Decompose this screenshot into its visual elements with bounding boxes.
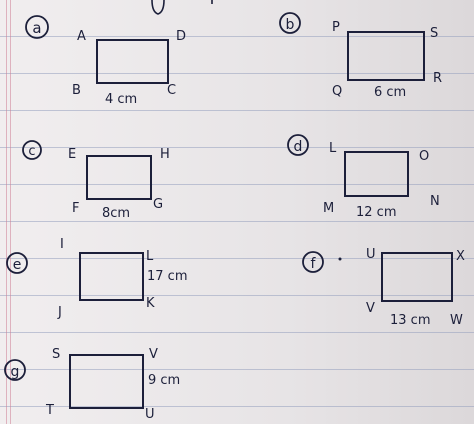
vertex-label: N bbox=[430, 194, 440, 209]
vertex-label: S bbox=[52, 347, 60, 362]
figure-a: a A D B C 4 cm bbox=[25, 15, 186, 107]
question-label: c bbox=[28, 144, 35, 159]
vertex-label: B bbox=[72, 83, 81, 98]
vertex-label: S bbox=[430, 26, 438, 41]
question-circle bbox=[4, 359, 26, 381]
vertex-label: I bbox=[60, 237, 64, 252]
question-circle bbox=[287, 134, 309, 156]
question-circle bbox=[279, 12, 301, 34]
question-label: b bbox=[286, 17, 295, 33]
margin-line bbox=[10, 0, 11, 424]
question-label: a bbox=[32, 19, 41, 37]
question-circle bbox=[302, 251, 324, 273]
figure-d: d L O M N 12 cm bbox=[287, 134, 440, 220]
rectangle bbox=[96, 39, 169, 84]
side-measurement: 9 cm bbox=[148, 373, 180, 388]
side-measurement: 8cm bbox=[102, 206, 130, 221]
vertex-label: A bbox=[77, 29, 86, 44]
vertex-label: G bbox=[153, 197, 163, 212]
question-label: e bbox=[13, 257, 22, 273]
rectangle bbox=[69, 354, 144, 409]
vertex-label: P bbox=[332, 20, 340, 35]
vertex-label: C bbox=[167, 83, 176, 98]
question-circle bbox=[25, 15, 49, 39]
side-measurement: 12 cm bbox=[356, 205, 397, 220]
question-circle bbox=[6, 252, 28, 274]
vertex-label: X bbox=[456, 249, 465, 264]
margin-line bbox=[6, 0, 7, 424]
ink-mark bbox=[151, 0, 165, 15]
vertex-label: J bbox=[57, 305, 62, 320]
figure-b: b P S Q R 6 cm bbox=[279, 12, 442, 100]
vertex-label: K bbox=[146, 296, 155, 311]
side-measurement: 17 cm bbox=[147, 269, 188, 284]
rectangle bbox=[347, 31, 425, 81]
figure-f: f U X V 13 cm W bbox=[302, 247, 465, 328]
ink-mark bbox=[338, 257, 342, 261]
question-label: f bbox=[311, 256, 317, 272]
question-label: d bbox=[294, 139, 303, 155]
figure-g: g S V T U 9 cm bbox=[4, 347, 180, 422]
vertex-label: U bbox=[366, 247, 376, 262]
question-label: g bbox=[11, 364, 20, 380]
rectangle bbox=[344, 151, 409, 197]
side-measurement: 13 cm bbox=[390, 313, 431, 328]
vertex-label: O bbox=[419, 149, 429, 164]
figure-c: c E H F G 8cm bbox=[22, 140, 170, 221]
rectangle bbox=[86, 155, 152, 200]
rectangle bbox=[381, 252, 453, 302]
vertex-label: Q bbox=[332, 84, 342, 99]
vertex-label: D bbox=[176, 29, 186, 44]
vertex-label: E bbox=[68, 147, 76, 162]
vertex-label: W bbox=[450, 313, 463, 328]
vertex-label: R bbox=[433, 71, 442, 86]
vertex-label: L bbox=[146, 249, 154, 264]
vertex-label: M bbox=[323, 201, 334, 216]
vertex-label: H bbox=[160, 147, 170, 162]
side-measurement: 4 cm bbox=[105, 92, 137, 107]
side-measurement: 6 cm bbox=[374, 85, 406, 100]
vertex-label: L bbox=[329, 141, 337, 156]
figure-e: e I L J K 17 cm bbox=[6, 237, 188, 320]
vertex-label: U bbox=[145, 407, 155, 422]
vertex-label: V bbox=[149, 347, 158, 362]
vertex-label: F bbox=[72, 201, 79, 216]
vertex-label: T bbox=[45, 403, 54, 418]
vertex-label: V bbox=[366, 301, 375, 316]
question-circle bbox=[22, 140, 42, 160]
rectangle bbox=[79, 252, 144, 301]
